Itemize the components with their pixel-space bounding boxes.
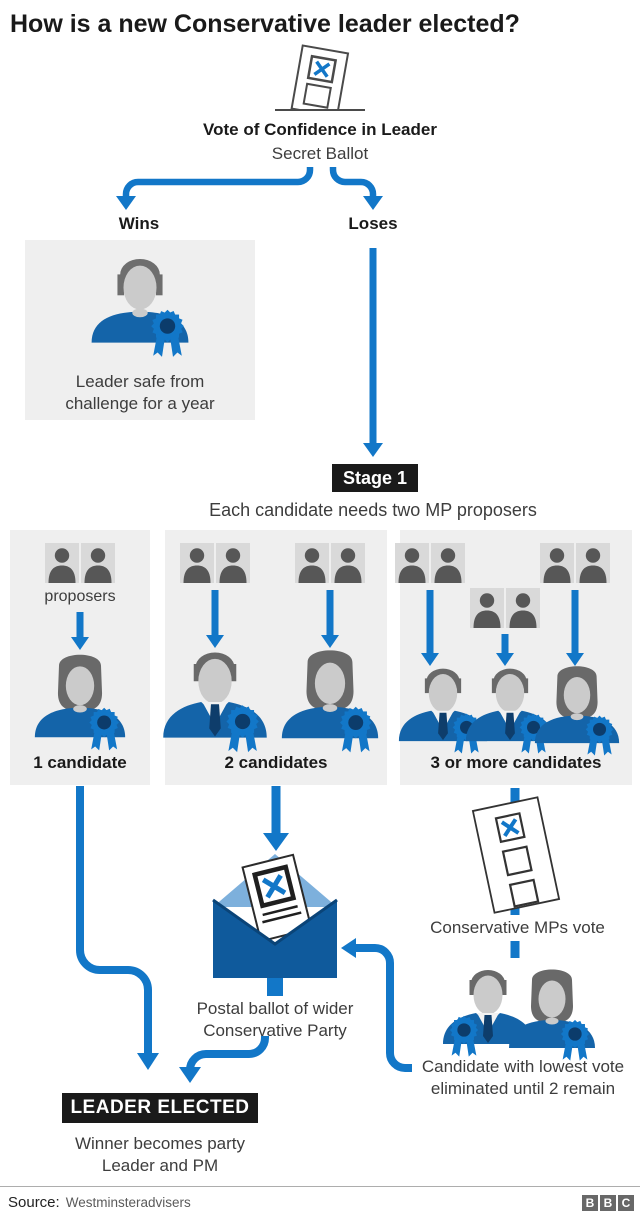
- loses-down-arrow-head: [363, 443, 383, 457]
- ballot-slot-icon: [270, 44, 370, 151]
- bbc-logo-letter: C: [618, 1195, 634, 1211]
- split-arrow-loses-head: [363, 196, 383, 210]
- proposer-pair-icon: [45, 543, 115, 583]
- split-arrow-wins-head: [116, 196, 136, 210]
- page-title: How is a new Conservative leader elected…: [10, 10, 520, 38]
- mp-ballot-icon: [471, 796, 561, 914]
- candidate-female-figure: [535, 666, 619, 755]
- leader-elected-label: LEADER ELECTED: [70, 1097, 250, 1118]
- three-candidates-caption: 3 or more candidates: [430, 753, 602, 772]
- secret-ballot-subtitle: Secret Ballot: [271, 144, 369, 163]
- proposer-pair-icon: [540, 543, 610, 583]
- vote-of-confidence-title: Vote of Confidence in Leader: [203, 120, 437, 139]
- candidate-1-figure: [35, 655, 125, 751]
- proposers-arrow-head: [71, 637, 89, 650]
- postal-result-arrow: [186, 1036, 269, 1071]
- elimination-loop-arrow: [355, 944, 412, 1072]
- one-candidate-route-arrow-head: [137, 1053, 159, 1070]
- proposer-pair-icon: [395, 543, 465, 583]
- bbc-logo-letter: B: [600, 1195, 616, 1211]
- leader-elected-badge: LEADER ELECTED: [62, 1093, 258, 1123]
- one-candidate-caption: 1 candidate: [33, 753, 127, 772]
- bbc-logo-letter: B: [582, 1195, 598, 1211]
- proposer-pair-icon: [180, 543, 250, 583]
- elimination-caption: Candidate with lowest vote eliminated un…: [421, 1057, 625, 1099]
- stage1-caption: Each candidate needs two MP proposers: [209, 500, 537, 520]
- postal-ballot-arrow-head: [263, 833, 289, 851]
- stage1-label: Stage 1: [342, 467, 408, 488]
- split-arrow-wins: [122, 167, 314, 197]
- proposer-pair-icon: [470, 588, 540, 628]
- bbc-logo: B B C: [582, 1195, 634, 1211]
- candidate-male-figure: [163, 653, 267, 753]
- proposer-arrow-head: [206, 635, 224, 648]
- one-candidate-route-arrow: [76, 786, 152, 1054]
- proposer-arrow-head: [496, 653, 514, 666]
- candidate-female-figure: [282, 650, 378, 752]
- proposer-pair-icon: [295, 543, 365, 583]
- source-label: Source:: [8, 1194, 60, 1211]
- proposers-label: proposers: [44, 588, 116, 605]
- postal-result-arrow-head: [179, 1067, 201, 1083]
- leader-safe-figure: [92, 259, 189, 357]
- stage1-badge: Stage 1: [332, 464, 418, 492]
- postal-ballot-caption: Postal ballot of wider Conservative Part…: [196, 999, 354, 1041]
- two-candidates-caption: 2 candidates: [224, 753, 328, 772]
- loses-label: Loses: [348, 214, 398, 233]
- wins-result-caption: Leader safe from challenge for a year: [65, 372, 215, 414]
- wins-label: Wins: [118, 214, 160, 233]
- source-line: Source: Westminsteradvisers: [8, 1194, 191, 1212]
- winner-caption: Winner becomes party Leader and PM: [74, 1134, 246, 1176]
- mps-vote-caption: Conservative MPs vote: [430, 918, 605, 937]
- source-value: Westminsteradvisers: [65, 1195, 191, 1210]
- proposer-arrow-head: [421, 653, 439, 666]
- elimination-loop-arrow-head: [341, 938, 356, 958]
- proposer-arrow-head: [566, 653, 584, 666]
- postal-envelope-icon: [212, 853, 338, 996]
- remaining-candidate-female-figure: [509, 970, 595, 1061]
- split-arrow-loses: [329, 167, 377, 197]
- proposer-arrow-head: [321, 635, 339, 648]
- footer-divider: [0, 1186, 640, 1187]
